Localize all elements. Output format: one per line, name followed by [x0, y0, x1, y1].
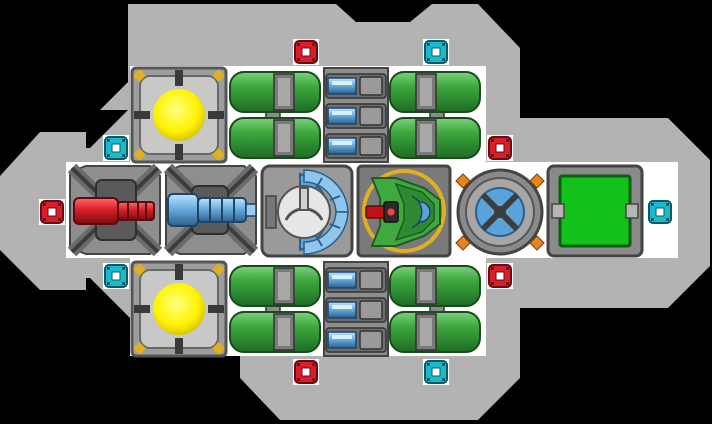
fuel-tanks-top-right[interactable]	[388, 68, 482, 162]
thruster-icon	[73, 197, 119, 225]
port-top-cyan[interactable]	[423, 39, 449, 65]
port-right-red-lower[interactable]	[487, 263, 513, 289]
battery-bank-bottom[interactable]	[323, 261, 389, 357]
battery-icon	[327, 271, 357, 289]
reactor-core-icon	[153, 283, 205, 335]
shield-dome-icon	[277, 185, 331, 239]
port-left-cyan-upper[interactable]	[103, 135, 129, 161]
blue-crystal-engine[interactable]	[163, 163, 259, 257]
fuel-tanks-top-left[interactable]	[228, 68, 322, 162]
reactor-core-icon	[153, 89, 205, 141]
battery-icon	[327, 77, 357, 95]
port-bottom-red[interactable]	[293, 359, 319, 385]
red-thruster[interactable]	[67, 163, 163, 257]
port-left-cyan-lower[interactable]	[103, 263, 129, 289]
port-bottom-cyan[interactable]	[423, 359, 449, 385]
battery-icon	[327, 331, 357, 349]
reactor-top[interactable]	[130, 66, 228, 164]
port-left-red[interactable]	[39, 199, 65, 225]
battery-icon	[327, 301, 357, 319]
reactor-bottom[interactable]	[130, 260, 228, 358]
screen-icon	[558, 174, 632, 248]
port-right-red-upper[interactable]	[487, 135, 513, 161]
battery-bank-top[interactable]	[323, 67, 389, 163]
crystal-engine-icon	[167, 193, 199, 227]
port-top-red[interactable]	[293, 39, 319, 65]
shield-generator[interactable]	[260, 164, 354, 258]
connection-ports	[39, 39, 673, 385]
fuel-tanks-bottom-left[interactable]	[228, 262, 322, 356]
cockpit[interactable]	[356, 164, 452, 258]
fuel-tanks-bottom-right[interactable]	[388, 262, 482, 356]
battery-icon	[327, 137, 357, 155]
gyroscope[interactable]	[455, 168, 545, 256]
cargo-screen[interactable]	[546, 164, 644, 258]
port-right-cyan[interactable]	[647, 199, 673, 225]
battery-icon	[327, 107, 357, 125]
